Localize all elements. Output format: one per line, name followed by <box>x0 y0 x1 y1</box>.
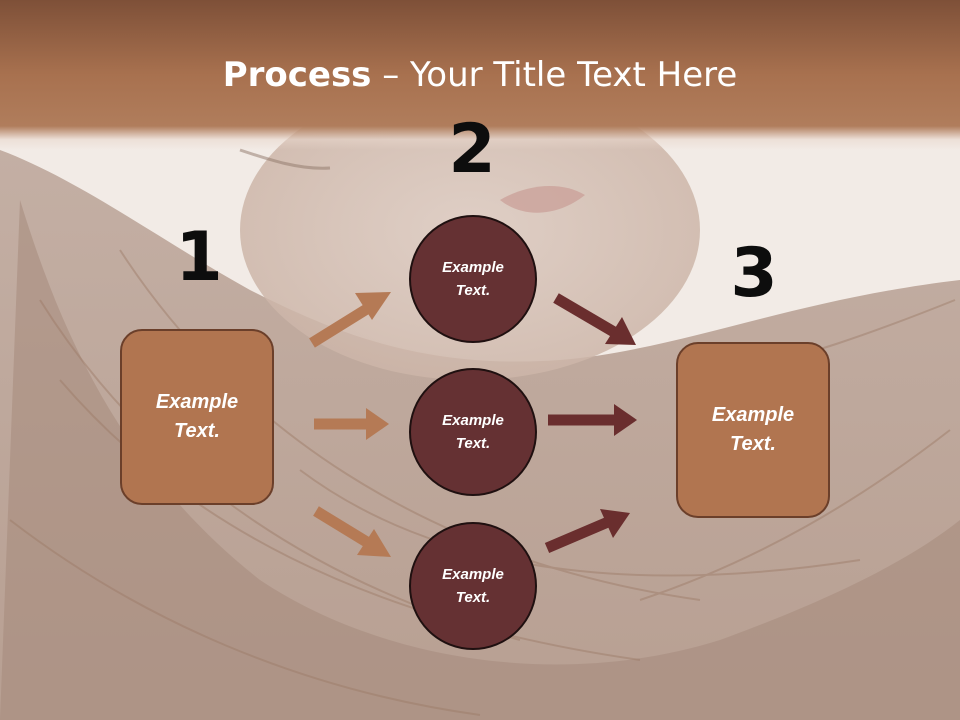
title-banner <box>0 0 960 150</box>
slide-title: Process – Your Title Text Here <box>0 52 960 98</box>
circle-top: Example Text. <box>409 215 537 343</box>
circle-bottom-label: Example Text. <box>442 566 504 606</box>
step-number-3: 3 <box>730 234 778 313</box>
arrow-bottom-to-right <box>544 509 630 554</box>
step-number-2: 2 <box>448 110 496 189</box>
circle-middle: Example Text. <box>409 368 537 496</box>
title-bold: Process <box>222 55 372 95</box>
left-step-box: Example Text. <box>120 329 274 505</box>
circle-bottom: Example Text. <box>409 522 537 650</box>
right-step-box: Example Text. <box>676 342 830 518</box>
right-box-label: Example Text. <box>711 404 795 455</box>
left-box-label: Example Text. <box>155 391 239 442</box>
arrow-top-to-right <box>553 293 636 345</box>
circle-middle-label: Example Text. <box>442 412 504 452</box>
arrow-left-to-bottom <box>313 506 391 557</box>
arrow-left-to-middle <box>314 408 389 440</box>
arrow-middle-to-right <box>548 404 637 436</box>
step-number-1: 1 <box>175 218 223 297</box>
title-rest: – Your Title Text Here <box>371 55 738 95</box>
circle-top-label: Example Text. <box>442 259 504 299</box>
arrow-left-to-top <box>309 292 391 348</box>
